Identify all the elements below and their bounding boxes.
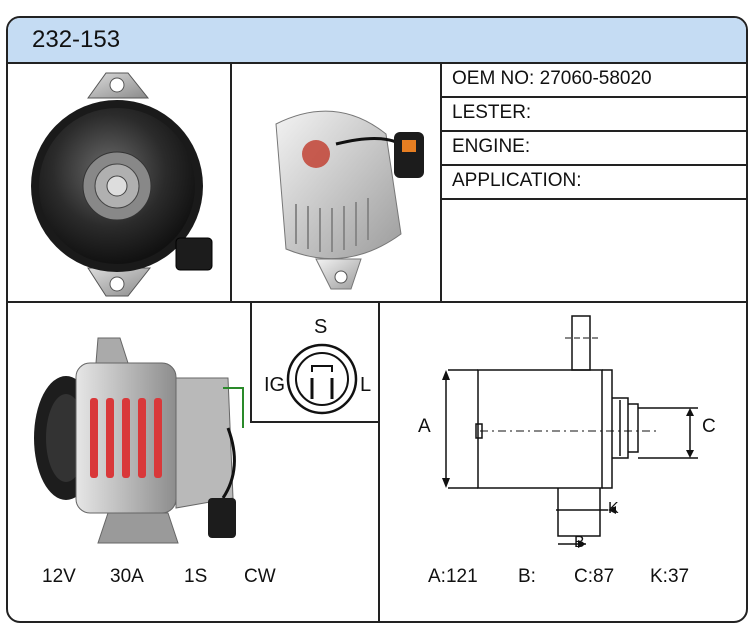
dimension-c: C:87 bbox=[574, 566, 615, 587]
dimension-a: A:121 bbox=[428, 566, 478, 587]
alternator-side-photo bbox=[275, 110, 424, 290]
spec-engine: ENGINE: bbox=[452, 136, 530, 158]
dimension-b: B: bbox=[518, 566, 536, 587]
spec-label: ENGINE: bbox=[452, 136, 531, 157]
rating-voltage: 12V bbox=[42, 566, 76, 587]
divider bbox=[440, 198, 746, 200]
rating-rotation: CW bbox=[244, 566, 276, 587]
divider bbox=[440, 164, 746, 166]
header-bar: 232-153 bbox=[8, 18, 746, 64]
divider bbox=[230, 62, 232, 302]
divider bbox=[8, 301, 746, 303]
dim-k-label: K bbox=[608, 500, 619, 517]
dimension-drawing bbox=[442, 315, 698, 548]
dim-c-label: C bbox=[702, 416, 716, 437]
spec-sheet: 232-153 OEM NO: 27060-58020 LESTER: ENGI… bbox=[6, 16, 748, 623]
spec-oem: OEM NO: 27060-58020 bbox=[452, 68, 652, 90]
divider bbox=[440, 130, 746, 132]
divider bbox=[378, 302, 380, 621]
dimension-k: K:37 bbox=[650, 566, 690, 587]
divider bbox=[250, 421, 378, 423]
spec-application: APPLICATION: bbox=[452, 170, 582, 192]
connector-pinout bbox=[286, 343, 358, 415]
spec-value: 27060-58020 bbox=[539, 68, 652, 89]
spec-label: APPLICATION: bbox=[452, 170, 582, 191]
divider bbox=[250, 302, 252, 422]
divider bbox=[440, 62, 442, 302]
spec-label: LESTER: bbox=[452, 102, 532, 123]
divider bbox=[440, 96, 746, 98]
dim-b-label: B bbox=[574, 534, 585, 551]
spec-label: OEM NO: bbox=[452, 68, 535, 89]
rating-amperage: 30A bbox=[110, 566, 144, 587]
spec-lester: LESTER: bbox=[452, 102, 531, 124]
alternator-rear-photo bbox=[31, 72, 213, 297]
part-number: 232-153 bbox=[32, 26, 121, 53]
dim-a-label: A bbox=[418, 416, 431, 437]
pin-ig-label: IG bbox=[264, 374, 286, 396]
pin-l-label: L bbox=[360, 374, 372, 396]
rating-plug: 1S bbox=[184, 566, 208, 587]
pin-s-label: S bbox=[314, 316, 328, 338]
alternator-front-photo bbox=[34, 337, 244, 544]
